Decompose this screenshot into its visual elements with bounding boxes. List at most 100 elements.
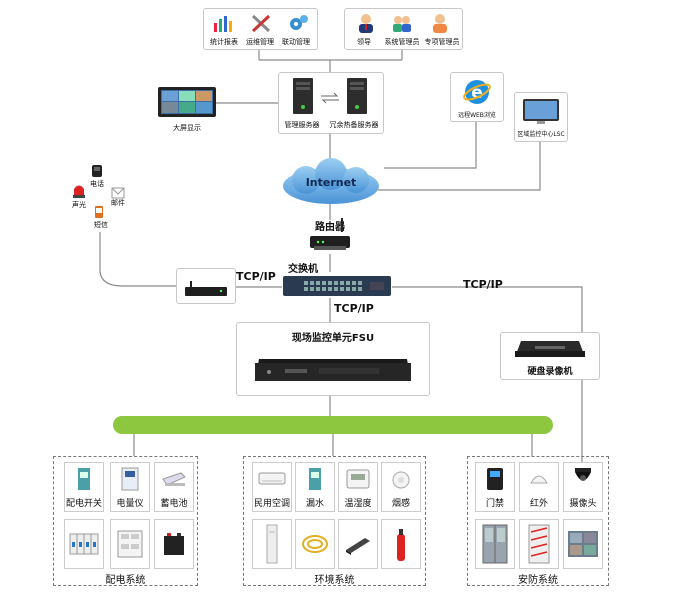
label-linkage: 联动管理 xyxy=(282,38,310,46)
water-leak-label: 漏水 xyxy=(305,499,324,509)
infrared-beam-icon xyxy=(528,524,550,564)
internet-cloud-icon xyxy=(276,158,386,208)
fire-extinguisher-icon xyxy=(395,526,407,562)
extinguisher-device xyxy=(381,519,421,569)
surveillance-screen-icon xyxy=(567,530,599,558)
dome-camera-icon xyxy=(573,467,593,489)
environment-system-title: 环境系统 xyxy=(314,575,355,586)
alarm-gateway-box xyxy=(176,268,236,304)
tcp-ip-label-left: TCP/IP xyxy=(236,270,276,283)
smoke-detector-icon xyxy=(391,469,411,489)
access-control-icon xyxy=(486,467,504,491)
door-device xyxy=(475,519,515,569)
ie-browser-icon: e xyxy=(462,77,492,107)
environment-system-group: 民用空调 漏水 温湿度 烟感 环境系统 xyxy=(243,456,426,586)
sms-label: 短信 xyxy=(94,221,108,229)
fsu-box: 现场监控单元FSU xyxy=(236,322,430,396)
power-system-title: 配电系统 xyxy=(105,575,146,586)
field-bus xyxy=(113,416,553,434)
users-group: 领导 系统管理员 专项管理员 xyxy=(344,8,463,50)
tcp-ip-label-mid: TCP/IP xyxy=(334,302,374,315)
door-icon xyxy=(482,524,508,564)
dvr-device-icon xyxy=(515,337,585,361)
svg-text:e: e xyxy=(471,83,483,103)
gears-icon xyxy=(288,13,310,33)
security-system-title: 安防系统 xyxy=(518,575,558,586)
fsu-label: 现场监控单元FSU xyxy=(291,333,375,344)
infrared-sensor-icon xyxy=(529,469,549,489)
sysadmin-icon xyxy=(391,12,413,34)
phone-icon xyxy=(90,163,104,177)
access-control-device: 门禁 xyxy=(475,462,515,512)
lsc-label: 区域监控中心LSC xyxy=(517,131,565,138)
lsc-monitor-icon xyxy=(522,98,560,126)
switch-label: 交换机 xyxy=(288,264,318,275)
label-sysadmin: 系统管理员 xyxy=(384,38,420,46)
temp-humidity-device: 温湿度 xyxy=(338,462,378,512)
battery-device: 蓄电池 xyxy=(154,462,194,512)
breaker-device xyxy=(64,519,104,569)
gateway-device-icon xyxy=(183,281,229,297)
label-special-admin: 专项管理员 xyxy=(424,38,460,46)
sms-phone-icon xyxy=(94,204,104,218)
special-admin-icon xyxy=(429,12,451,34)
infrared-beam-device xyxy=(519,519,559,569)
surveillance-screen-device xyxy=(563,519,603,569)
management-server-icon xyxy=(291,77,315,115)
smoke-detector-device: 烟感 xyxy=(381,462,421,512)
battery-label: 蓄电池 xyxy=(160,499,188,509)
fsu-device-icon xyxy=(255,349,411,385)
power-meter-icon xyxy=(121,467,139,491)
management-server-label: 管理服务器 xyxy=(284,121,320,129)
camera-label: 摄像头 xyxy=(569,499,597,509)
battery-unit-device xyxy=(154,519,194,569)
label-leader: 领导 xyxy=(357,38,371,46)
router-icon xyxy=(308,218,352,254)
security-system-group: 门禁 红外 摄像头 安防系统 xyxy=(467,456,609,586)
heater-device xyxy=(338,519,378,569)
tcp-ip-label-right: TCP/IP xyxy=(463,278,503,291)
power-switch-device: 配电开关 xyxy=(64,462,104,512)
water-leak-sensor-icon xyxy=(307,467,323,491)
smoke-detector-label: 烟感 xyxy=(391,499,410,509)
air-conditioner-device: 民用空调 xyxy=(252,462,292,512)
infrared-label: 红外 xyxy=(529,499,548,509)
internet-label: Internet xyxy=(305,176,357,189)
big-screen-display-icon xyxy=(157,86,217,118)
siren-icon xyxy=(72,182,86,198)
temp-humidity-sensor-icon xyxy=(346,469,370,489)
power-switch-label: 配电开关 xyxy=(65,499,102,509)
power-meter-device: 电量仪 xyxy=(110,462,150,512)
phone-label: 电话 xyxy=(90,180,104,188)
switch-icon xyxy=(282,274,392,298)
label-ops: 运维管理 xyxy=(246,38,274,46)
water-leak-device: 漏水 xyxy=(295,462,335,512)
breaker-icon xyxy=(69,532,99,556)
big-screen-label: 大屏显示 xyxy=(173,124,201,132)
ac-column-icon xyxy=(266,524,278,564)
temp-humidity-label: 温湿度 xyxy=(344,499,372,509)
power-switch-icon xyxy=(76,467,92,491)
air-conditioner-icon xyxy=(258,471,286,487)
meter-panel-device xyxy=(110,519,150,569)
alarm-cluster: 电话 声光 邮件 短信 xyxy=(60,160,140,232)
heater-icon xyxy=(343,532,373,556)
backup-server-icon xyxy=(345,77,369,115)
email-label: 邮件 xyxy=(111,199,125,207)
access-control-label: 门禁 xyxy=(485,499,504,509)
router-label: 路由器 xyxy=(315,222,345,233)
leak-cable-icon xyxy=(300,532,330,556)
label-report: 统计报表 xyxy=(210,38,238,46)
tools-icon xyxy=(250,13,272,33)
backup-server-label: 冗余热备服务器 xyxy=(329,121,379,129)
leak-cable-device xyxy=(295,519,335,569)
infrared-device: 红外 xyxy=(519,462,559,512)
remote-web-box: e 远程WEB浏览 xyxy=(450,72,504,122)
meter-panel-icon xyxy=(117,530,143,558)
ac-unit-device xyxy=(252,519,292,569)
battery-rack-icon xyxy=(161,471,187,489)
power-meter-label: 电量仪 xyxy=(116,499,144,509)
mgmt-functions-group: 统计报表 运维管理 联动管理 xyxy=(203,8,318,50)
report-chart-icon xyxy=(212,13,234,33)
remote-web-label: 远程WEB浏览 xyxy=(458,112,496,119)
